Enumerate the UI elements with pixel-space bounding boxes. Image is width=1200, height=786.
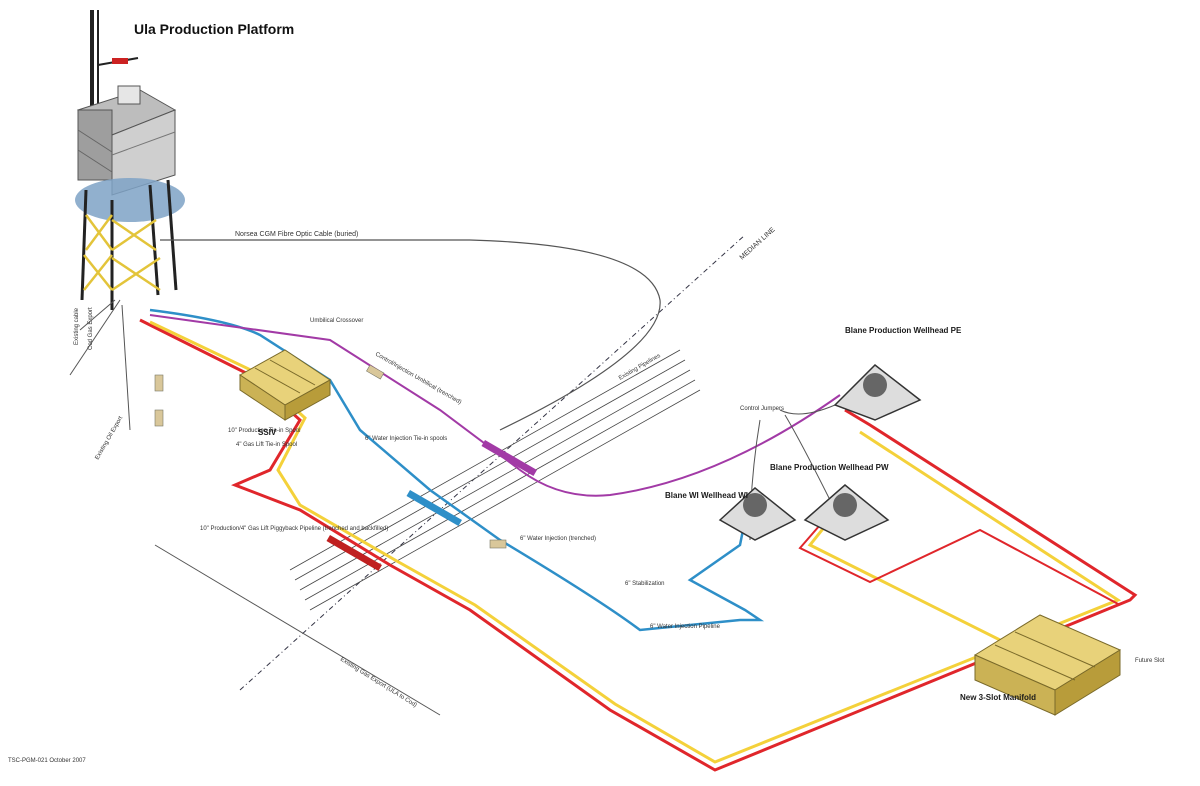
existing-gas-export-line [154, 544, 441, 716]
diagram-title: Ula Production Platform [134, 21, 294, 37]
control-umbilical-label: Control/Injection Umbilical (trenched) [374, 352, 462, 406]
existing-pipelines-label: Existing Pipelines [618, 353, 662, 382]
wi-pipeline-label: 6" Water Injection Pipeline [650, 624, 721, 630]
ssiv-structure [239, 349, 331, 421]
production-pipeline [139, 318, 1138, 772]
blane-wi-wellhead-icon [718, 487, 797, 541]
blane-pw-wellhead-icon [803, 484, 890, 541]
existing-gas-export-label: Existing Gas Export (ULA to Cod) [339, 657, 418, 709]
ssiv-label: SSIV [258, 428, 277, 437]
control-jumpers-label: Control Jumpers [740, 406, 784, 412]
cod-gas-export-label: Cod Gas Export [88, 307, 94, 350]
blane-pe-wellhead-icon [833, 364, 922, 421]
median-line-label: MEDIAN LINE [739, 226, 777, 261]
existing-pipelines [289, 349, 701, 611]
existing-cables: Existing cable Cod Gas Export Existing O… [69, 299, 131, 461]
wi-tie-in-label: 6" Water Injection Tie-in spools [365, 436, 447, 442]
future-slot-label: Future Slot [1135, 658, 1165, 664]
fibre-optic-cable [160, 239, 661, 431]
spool-markers [154, 364, 507, 549]
footer-ref: TSC-PGM-021 October 2007 [8, 758, 86, 764]
crossing-supports [326, 440, 537, 572]
pw-production-flowline [798, 524, 1121, 606]
blane-pe-label: Blane Production Wellhead PE [845, 326, 962, 335]
wi-trenched-label: 6" Water Injection (trenched) [520, 536, 596, 542]
blane-wi-label: Blane WI Wellhead WI [665, 491, 748, 500]
manifold-label: New 3-Slot Manifold [960, 693, 1036, 702]
manifold-icon [973, 614, 1122, 716]
water-injection-pipeline [149, 308, 765, 632]
existing-cable-label: Existing cable [74, 307, 80, 345]
production-tie-in-label: 10" Production Tie-in Spool [228, 428, 301, 434]
control-umbilical [149, 314, 841, 497]
fibre-cable-label: Norsea CGM Fibre Optic Cable (buried) [235, 231, 358, 238]
median-line [239, 234, 746, 691]
blane-pw-label: Blane Production Wellhead PW [770, 463, 889, 472]
umbilical-crossover-label: Umbilical Crossover [310, 318, 363, 324]
existing-oil-export-label: Existing Oil Export [95, 415, 125, 461]
pw-flowline [807, 519, 1001, 642]
gas-lift-tie-in-label: 4" Gas Lift Tie-in Spool [236, 442, 297, 448]
production-piggyback-label: 10" Production/4" Gas Lift Piggyback Pip… [200, 526, 388, 532]
ula-platform-icon [75, 10, 185, 310]
stabilization-label: 6" Stabilization [625, 581, 665, 587]
